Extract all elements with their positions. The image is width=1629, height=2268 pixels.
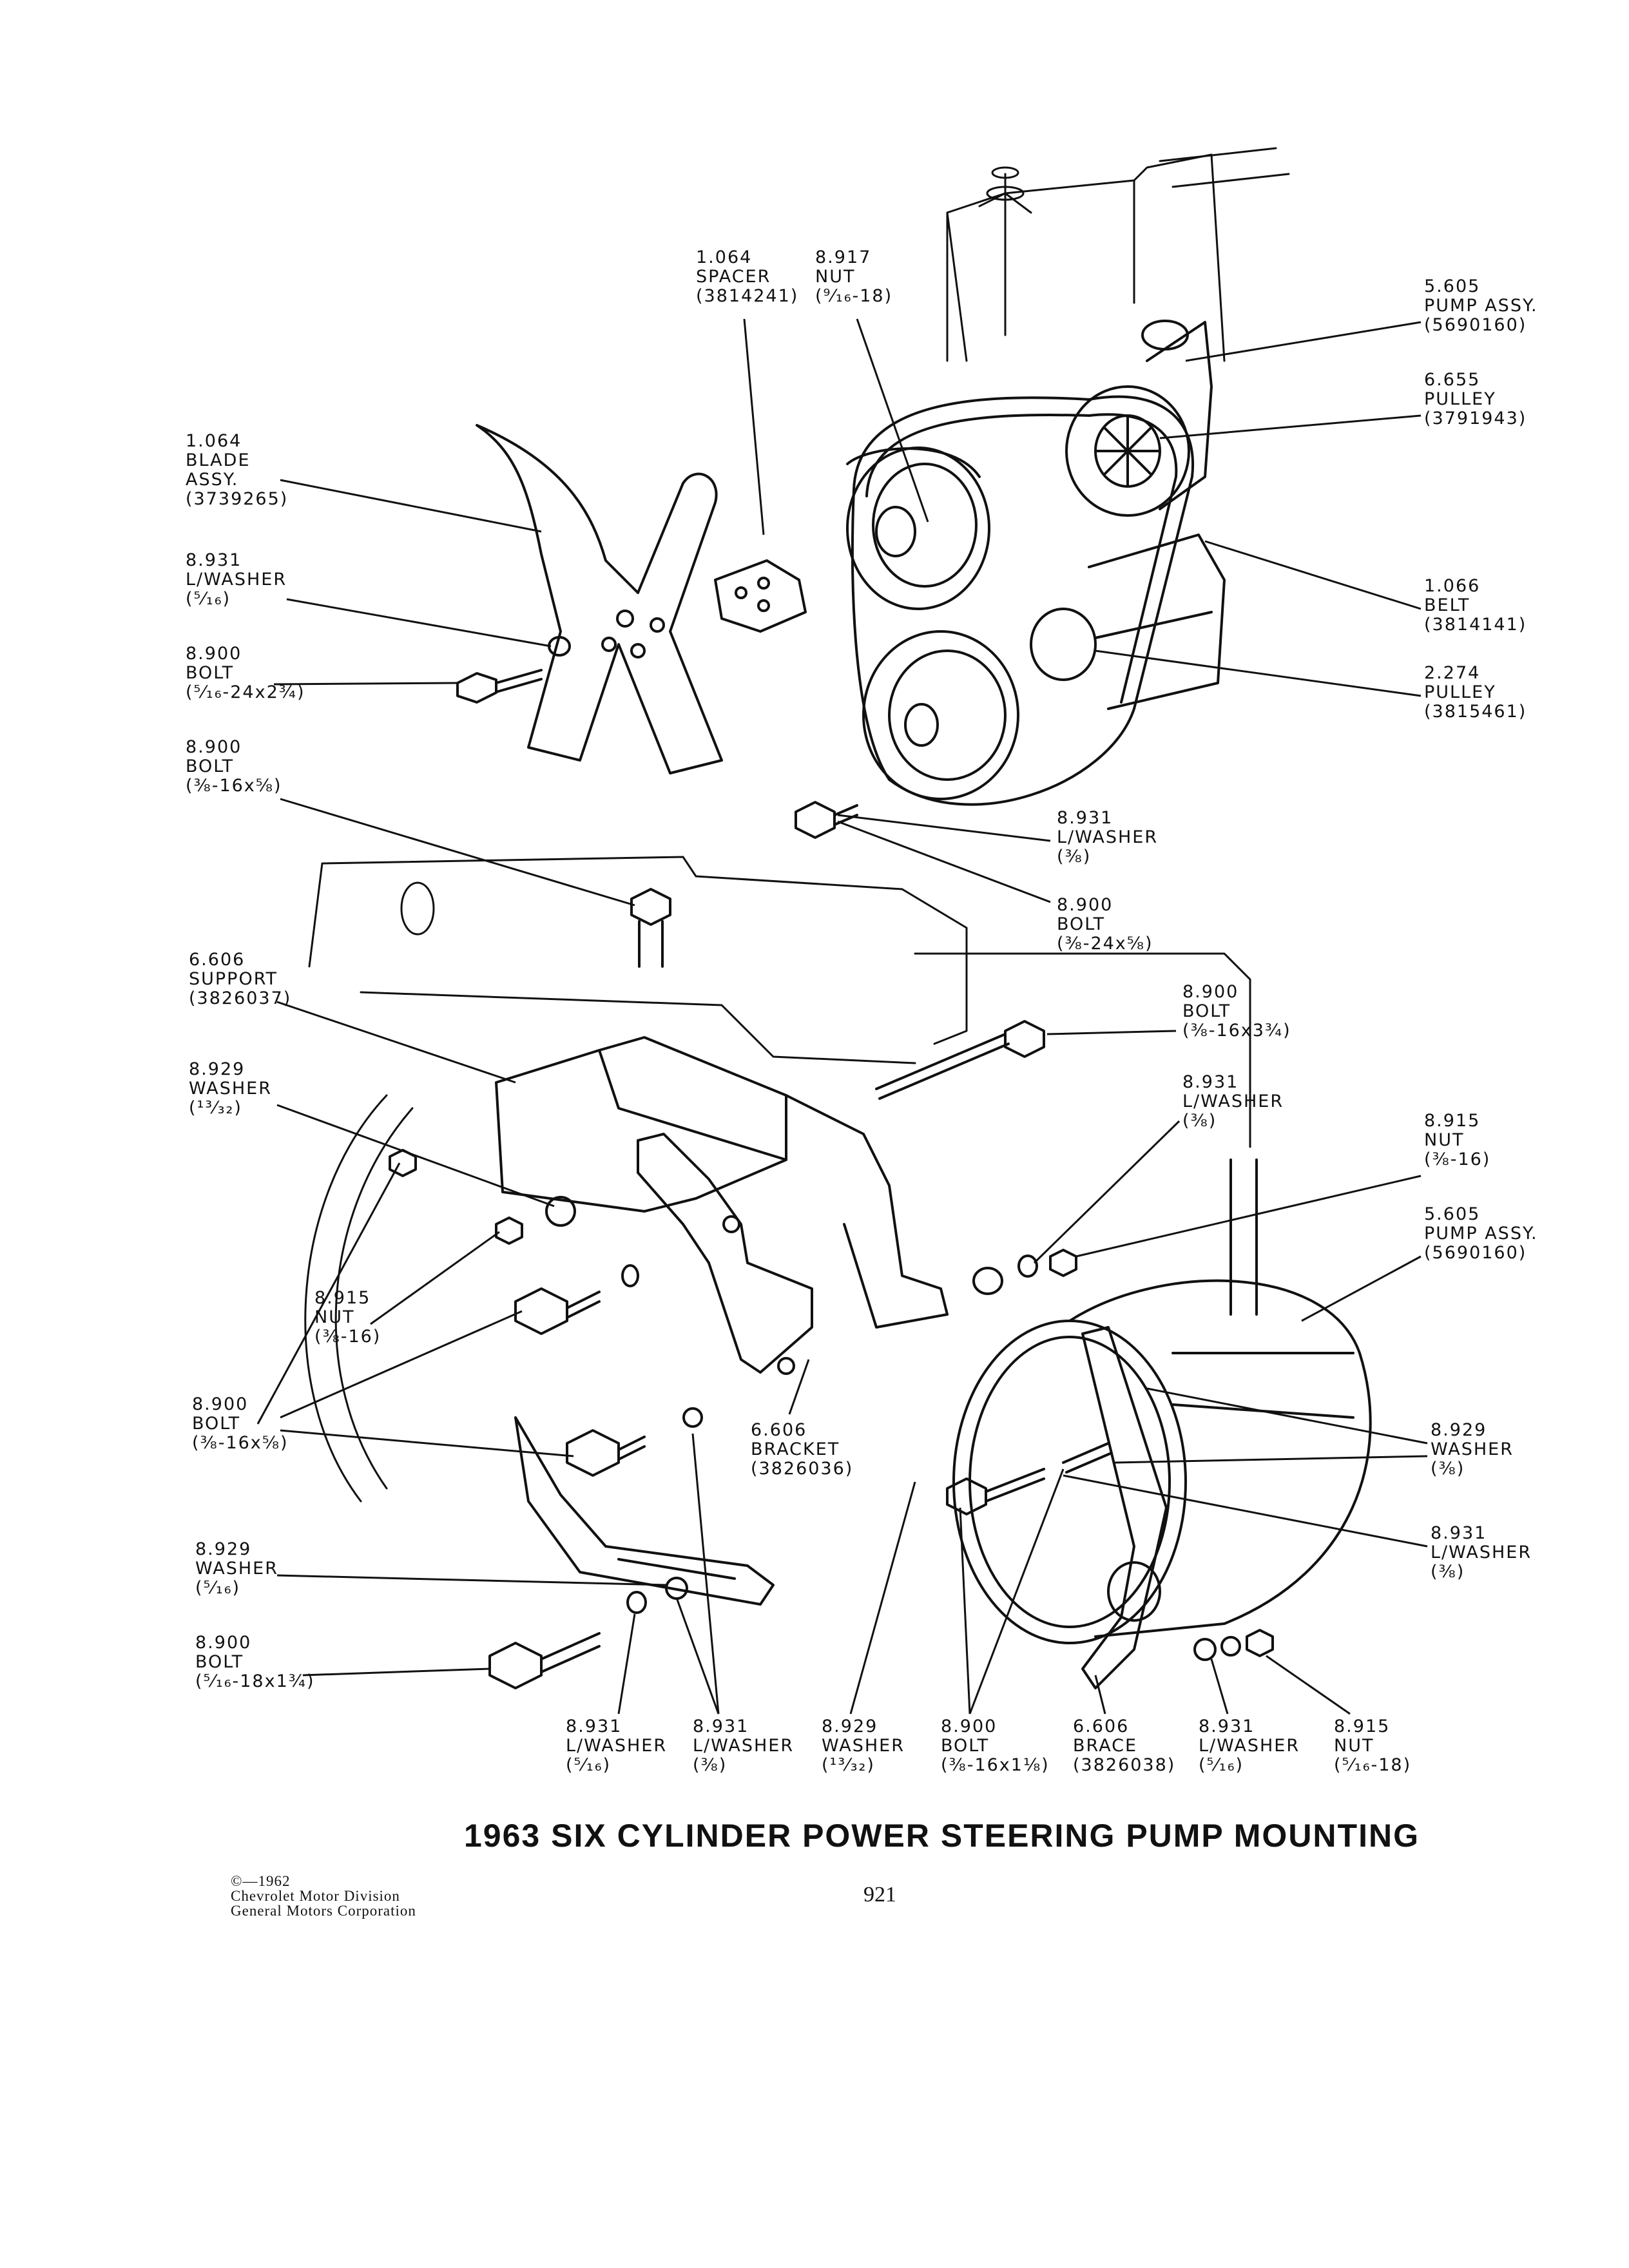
leader-lines xyxy=(256,318,1428,1715)
generator xyxy=(1030,533,1226,710)
brace-lower xyxy=(1081,1326,1168,1689)
water-pump-pulley xyxy=(846,447,990,610)
fan-blade xyxy=(476,424,723,774)
pulley-bolt xyxy=(795,801,858,839)
engine-block-lower xyxy=(304,856,1251,1503)
copyright-notice: ©—1962 Chevrolet Motor Division General … xyxy=(231,1873,416,1919)
crankshaft-pulley xyxy=(862,630,1019,800)
right-fasteners xyxy=(972,1249,1274,1661)
long-bolt xyxy=(875,1020,1045,1100)
support-bolt xyxy=(630,888,671,968)
drive-belt xyxy=(851,395,1195,806)
support-bracket xyxy=(495,1036,949,1329)
page-title: 1963 SIX CYLINDER POWER STEERING PUMP MO… xyxy=(464,1818,1420,1854)
pump-bracket xyxy=(637,1133,813,1375)
page-number: 921 xyxy=(863,1883,896,1907)
fan-spacer xyxy=(714,559,807,633)
adjusting-brace-left xyxy=(514,1416,775,1606)
left-fasteners xyxy=(389,1149,703,1689)
fan-bolt xyxy=(456,636,571,704)
engine-block-upper xyxy=(946,147,1290,362)
pump-assembly-lower xyxy=(952,1158,1372,1644)
pump-bolts xyxy=(946,1442,1113,1515)
